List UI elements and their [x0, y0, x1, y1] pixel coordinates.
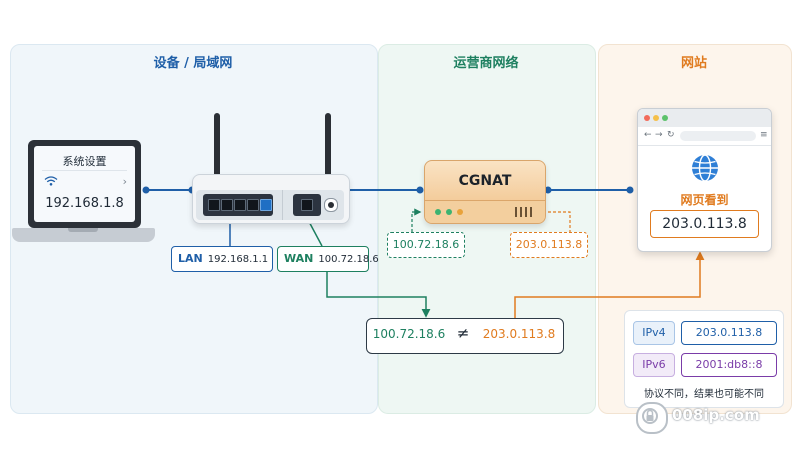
lan-port: [208, 199, 220, 211]
router-antenna: [214, 113, 220, 177]
watermark-text: 008ip.com: [672, 406, 760, 424]
wan-label: WAN: [284, 252, 314, 265]
website-zone-title: 网站: [680, 56, 707, 71]
forward-icon[interactable]: →: [655, 130, 663, 140]
vent-slot: [515, 207, 517, 217]
minimize-dot-icon[interactable]: [653, 115, 659, 121]
comparison-right-ip: 203.0.113.8: [482, 327, 556, 341]
compare-to-website-arrow: [514, 251, 705, 318]
browser-titlebar: [638, 109, 771, 127]
link-node: [626, 186, 634, 194]
laptop-ip-address: 192.168.1.8: [45, 196, 124, 211]
chevron-right-icon[interactable]: ›: [122, 175, 127, 188]
close-dot-icon[interactable]: [644, 115, 650, 121]
vent-slot: [520, 207, 522, 217]
cgnat-outside-ip: 203.0.113.8: [510, 232, 588, 258]
cgnat-title: CGNAT: [458, 173, 512, 189]
ipv4-label: IPv4: [633, 321, 675, 345]
wan-tag: WAN 100.72.18.6: [277, 246, 379, 272]
status-led: [457, 209, 463, 215]
protocol-note: 协议不同，结果也可能不同: [644, 389, 764, 400]
router-power-button: [324, 198, 338, 212]
lan-port: [234, 199, 246, 211]
link-node: [416, 186, 424, 194]
lan-port: [221, 199, 233, 211]
reload-icon[interactable]: ↻: [667, 130, 675, 140]
carrier-zone-title: 运营商网络: [453, 56, 519, 71]
link-node: [544, 186, 552, 194]
browser-window: ← → ↻ ≡ 网页看到 203.0.113.8: [637, 108, 772, 252]
device-zone-title: 设备 / 局域网: [153, 56, 233, 71]
cgnat-inside-dashed: [411, 208, 422, 232]
wan-port: [301, 199, 313, 211]
wan-to-compare-arrow: [326, 270, 431, 318]
ipv6-label: IPv6: [633, 353, 675, 377]
ipv4-value: 203.0.113.8: [681, 321, 777, 345]
wifi-icon: [44, 176, 58, 189]
laptop-base: [12, 228, 155, 242]
back-icon[interactable]: ←: [644, 130, 652, 140]
seen-by-website-title: 网页看到: [680, 193, 729, 207]
wan-port-block: [293, 194, 321, 216]
lan-ports: [203, 194, 273, 216]
menu-icon[interactable]: ≡: [760, 130, 768, 140]
globe-icon: [690, 153, 720, 183]
system-settings-title: 系统设置: [62, 155, 107, 168]
lan-tag: LAN 192.168.1.1: [171, 246, 273, 272]
lan-label: LAN: [178, 252, 203, 265]
watermark-logo-icon: [636, 402, 668, 434]
laptop-notch: [68, 228, 98, 232]
maximize-dot-icon[interactable]: [662, 115, 668, 121]
settings-divider: [42, 170, 127, 171]
address-bar[interactable]: [680, 131, 756, 141]
cgnat-front-band: [425, 200, 545, 223]
vent-slot: [525, 207, 527, 217]
cgnat-device: CGNAT: [424, 160, 546, 224]
not-equal-symbol: ≠: [456, 324, 470, 342]
seen-ip-box: 203.0.113.8: [650, 210, 759, 238]
router-divider: [282, 190, 283, 220]
status-led: [446, 209, 452, 215]
vent-slot: [530, 207, 532, 217]
link-node: [142, 186, 150, 194]
protocol-legend-card: IPv4 203.0.113.8 IPv6 2001:db8::8 协议不同，结…: [624, 310, 784, 408]
comparison-left-ip: 100.72.18.6: [372, 327, 446, 341]
uplink-port: [260, 199, 272, 211]
browser-toolbar: ← → ↻ ≡: [638, 127, 771, 146]
ip-comparison-box: 100.72.18.6 ≠ 203.0.113.8: [366, 318, 564, 354]
ipv6-value: 2001:db8::8: [681, 353, 777, 377]
wan-ip: 100.72.18.6: [318, 254, 379, 265]
lan-ip: 192.168.1.1: [207, 254, 269, 265]
status-led: [435, 209, 441, 215]
laptop-screen: 系统设置 › 192.168.1.8: [28, 140, 141, 228]
cgnat-outside-dashed: [548, 211, 571, 232]
system-settings-window: 系统设置 › 192.168.1.8: [34, 146, 135, 222]
cgnat-inside-ip: 100.72.18.6: [387, 232, 465, 258]
lan-port: [247, 199, 259, 211]
router-antenna: [325, 113, 331, 177]
